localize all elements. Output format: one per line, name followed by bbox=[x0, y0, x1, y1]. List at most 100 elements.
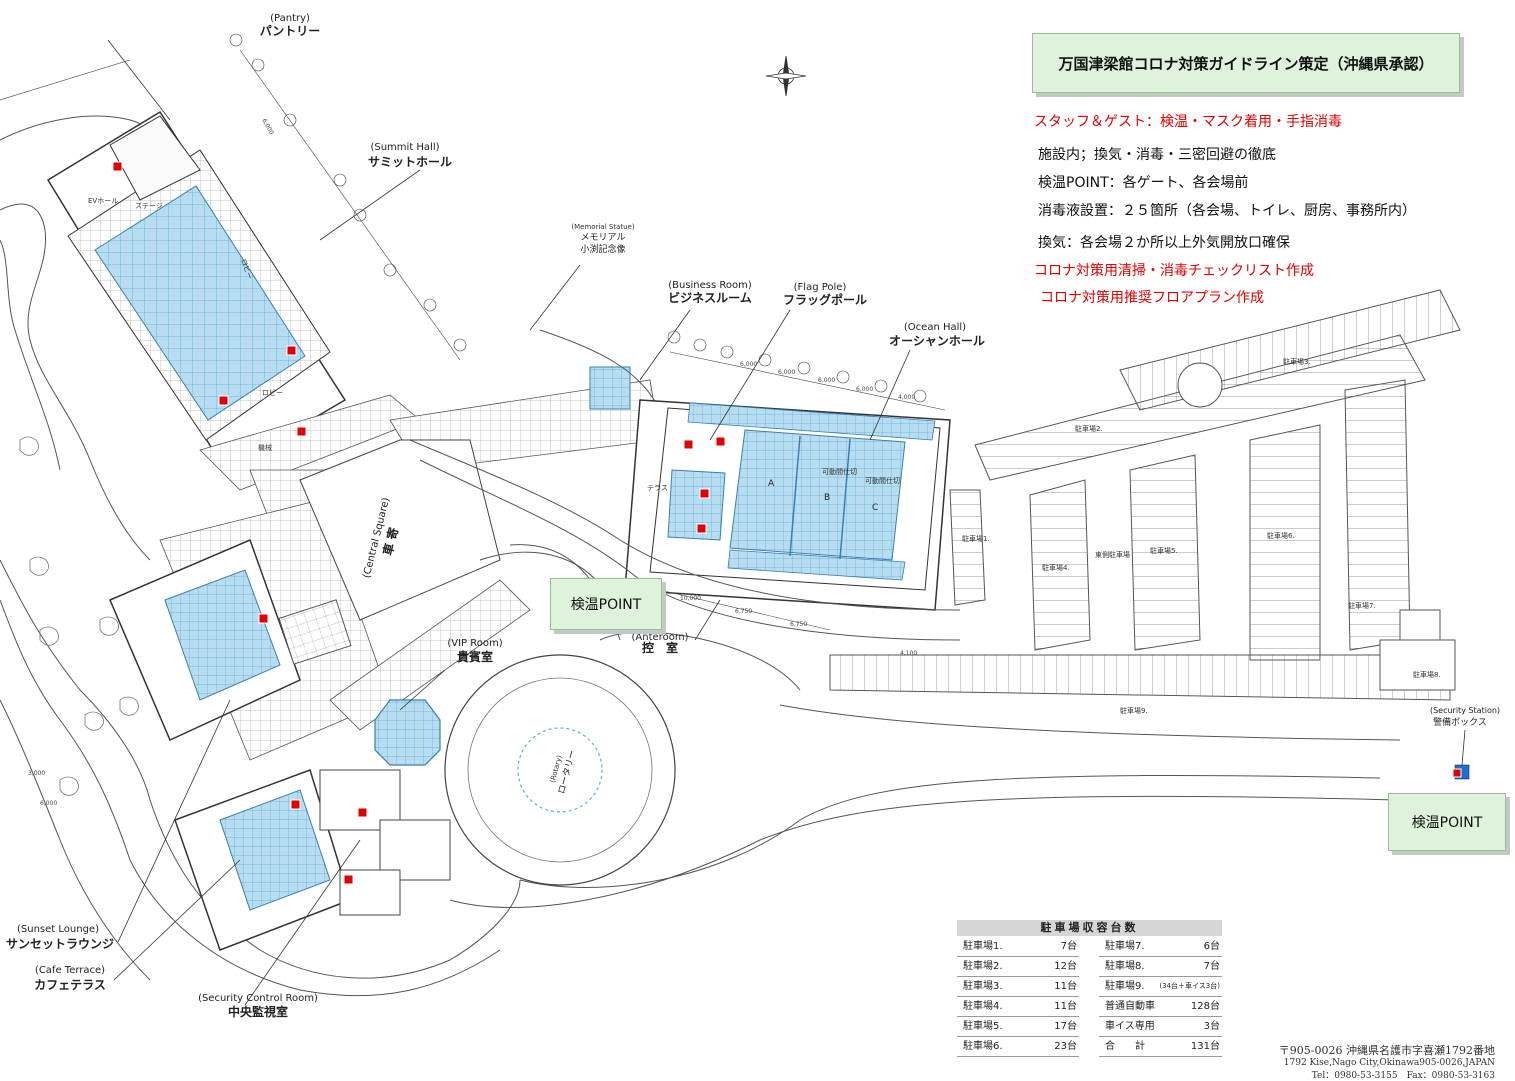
parking-lot-8: 駐車場8. bbox=[1413, 670, 1441, 679]
capacity-name: 駐車場9. bbox=[1105, 981, 1145, 992]
dim-summit-2: 6,000 bbox=[260, 118, 275, 137]
capacity-name: 駐車場7. bbox=[1105, 941, 1145, 952]
capacity-value: 131台 bbox=[1190, 1041, 1220, 1052]
capacity-row: 駐車場3. 11台 bbox=[957, 977, 1079, 997]
memorial-label-en: (Memorial Statue) bbox=[571, 223, 634, 231]
summit-hall-label-jp: サミットホール bbox=[368, 155, 452, 169]
capacity-name: 車イス専用 bbox=[1105, 1021, 1155, 1032]
east-parking-label: 東側駐車場 bbox=[1095, 550, 1130, 559]
dim-ocean-2: 6,000 bbox=[778, 369, 795, 376]
capacity-value: 17台 bbox=[1054, 1021, 1077, 1032]
capacity-value: 11台 bbox=[1054, 1001, 1077, 1012]
security-station-label-jp: 警備ボックス bbox=[1433, 716, 1487, 728]
sanitizer-markers bbox=[112, 161, 1462, 885]
dim-ocean-8: 6,750 bbox=[790, 621, 807, 628]
business-room-label-en: (Business Room) bbox=[668, 280, 752, 291]
summit-hall-label-en: (Summit Hall) bbox=[370, 142, 439, 153]
memorial-label-jp1: メモリアル bbox=[581, 233, 626, 243]
dim-ocean-1: 6,000 bbox=[740, 361, 757, 368]
anteroom-label-en: (Anteroom) bbox=[632, 632, 689, 643]
lobby-label: ロビー bbox=[262, 388, 283, 397]
business-room-building bbox=[589, 366, 631, 410]
vegetation bbox=[19, 436, 139, 796]
security-control-label-en: (Security Control Room) bbox=[198, 993, 318, 1004]
vip-room-building bbox=[374, 699, 441, 766]
dim-ocean-7: 6,750 bbox=[735, 608, 752, 615]
parking-lot-2: 駐車場2. bbox=[1075, 424, 1103, 433]
capacity-name: 駐車場8. bbox=[1105, 961, 1145, 972]
address-en: 1792 Kise,Nago City,Okinawa905-0026,JAPA… bbox=[1283, 1058, 1495, 1068]
parking-area bbox=[829, 289, 1461, 701]
pantry-label-en: (Pantry) bbox=[270, 13, 310, 24]
dim-ocean-5: 4,000 bbox=[898, 394, 915, 401]
security-station-label-en: (Security Station) bbox=[1430, 706, 1500, 715]
capacity-row: 駐車場7. 6台 bbox=[1099, 937, 1222, 957]
parking-capacity-grid: 駐車場1. 7台 駐車場2. 12台 駐車場3. 11台 駐車場4. 11台 駐… bbox=[957, 936, 1222, 1057]
capacity-value: 7台 bbox=[1203, 961, 1220, 972]
flag-pole-label-en: (Flag Pole) bbox=[794, 282, 847, 293]
ocean-room-a-label: A bbox=[768, 479, 775, 489]
address-jp: 〒905-0026 沖縄県名護市字喜瀬1792番地 bbox=[1278, 1044, 1495, 1057]
guideline-line-4: 消毒液設置：２５箇所（各会場、トイレ、厨房、事務所内） bbox=[1038, 203, 1416, 219]
capacity-row: 駐車場8. 7台 bbox=[1099, 957, 1222, 977]
capacity-row: 駐車場6. 23台 bbox=[957, 1037, 1079, 1057]
capacity-row: 合 計 131台 bbox=[1099, 1037, 1222, 1057]
capacity-name: 普通自動車 bbox=[1105, 1001, 1155, 1012]
ocean-hall-label-en: (Ocean Hall) bbox=[904, 322, 966, 333]
dim-left-1: 3,000 bbox=[28, 770, 45, 777]
capacity-name: 駐車場1. bbox=[963, 941, 1003, 952]
vip-room-label-en: (VIP Room) bbox=[447, 638, 502, 649]
guideline-line-7: コロナ対策用推奨フロアプラン作成 bbox=[1040, 290, 1264, 306]
movable-partition-label-2: 可動間仕切 bbox=[865, 476, 900, 485]
capacity-row: 駐車場4. 11台 bbox=[957, 997, 1079, 1017]
business-room-label-jp: ビジネスルーム bbox=[668, 290, 752, 305]
ev-hall-label: EVホール bbox=[88, 197, 118, 205]
vip-room-label-jp: 貴賓室 bbox=[457, 649, 493, 664]
guideline-line-3: 検温POINT：各ゲート、各会場前 bbox=[1038, 175, 1249, 191]
capacity-row: 車イス専用 3台 bbox=[1099, 1017, 1222, 1037]
service-buildings bbox=[319, 769, 451, 916]
dimension-labels: 6,000 6,000 6,000 6,000 4,000 10,000 6,7… bbox=[28, 118, 917, 808]
capacity-value: 128台 bbox=[1190, 1001, 1220, 1012]
parking-lot-labels: 駐車場1. 駐車場2. 駐車場3. 駐車場4. 駐車場5. 駐車場6. 駐車場7… bbox=[962, 357, 1441, 715]
dim-left-2: 6,000 bbox=[40, 800, 57, 807]
capacity-value: 11台 bbox=[1054, 981, 1077, 992]
flag-pole-label-jp: フラッグポール bbox=[783, 292, 867, 307]
capacity-name: 駐車場2. bbox=[963, 961, 1003, 972]
parking-capacity-title: 駐車場収容台数 bbox=[957, 920, 1222, 936]
anteroom-label-jp: 控 室 bbox=[642, 640, 678, 655]
guideline-line-5: 換気：各会場２か所以上外気開放口確保 bbox=[1038, 235, 1290, 251]
capacity-name: 駐車場5. bbox=[963, 1021, 1003, 1032]
leader-lines bbox=[107, 39, 1466, 1006]
dim-ocean-3: 6,000 bbox=[818, 377, 835, 384]
capacity-name: 駐車場4. bbox=[963, 1001, 1003, 1012]
capacity-row: 駐車場9. (34台＋車イス3台) bbox=[1099, 977, 1222, 997]
parking-lot-1: 駐車場1. bbox=[962, 534, 990, 543]
memorial-curve bbox=[539, 329, 661, 411]
ocean-hall-building bbox=[624, 399, 951, 611]
facility-address: 〒905-0026 沖縄県名護市字喜瀬1792番地 1792 Kise,Nago… bbox=[1279, 1042, 1495, 1081]
parking-lot-6: 駐車場6. bbox=[1267, 531, 1295, 540]
guideline-line-1: スタッフ＆ゲスト：検温・マスク着用・手指消毒 bbox=[1034, 114, 1342, 130]
temperature-checkpoint-2: 検温POINT bbox=[1388, 793, 1506, 851]
sunset-lounge-label-jp: サンセットラウンジ bbox=[6, 937, 114, 951]
memorial-label-jp2: 小渕記念像 bbox=[580, 243, 625, 255]
sunset-lounge-building bbox=[109, 538, 352, 742]
capacity-row: 駐車場2. 12台 bbox=[957, 957, 1079, 977]
central-square bbox=[299, 439, 501, 621]
rotary bbox=[444, 654, 676, 886]
terrace-label: テラス bbox=[647, 484, 668, 492]
summit-hall-building bbox=[46, 110, 347, 472]
sunset-lounge-label-en: (Sunset Lounge) bbox=[17, 924, 99, 935]
pantry-label-jp: パントリー bbox=[260, 24, 321, 38]
central-square-label-jp: 車 寄 bbox=[380, 526, 401, 557]
cafe-terrace-label-jp: カフェテラス bbox=[34, 978, 106, 992]
capacity-name: 駐車場3. bbox=[963, 981, 1003, 992]
dim-parking: 4,100 bbox=[900, 650, 917, 657]
dim-ocean-6: 10,000 bbox=[680, 595, 701, 602]
guideline-title: 万国津梁館コロナ対策ガイドライン策定（沖縄県承認） bbox=[1032, 33, 1460, 93]
parking-lot-7: 駐車場7. bbox=[1348, 601, 1376, 610]
capacity-row: 普通自動車 128台 bbox=[1099, 997, 1222, 1017]
address-tel: Tel：0980-53-3155 Fax：0980-53-3163 bbox=[1311, 1071, 1495, 1081]
movable-partition-label-1: 可動間仕切 bbox=[822, 467, 857, 476]
